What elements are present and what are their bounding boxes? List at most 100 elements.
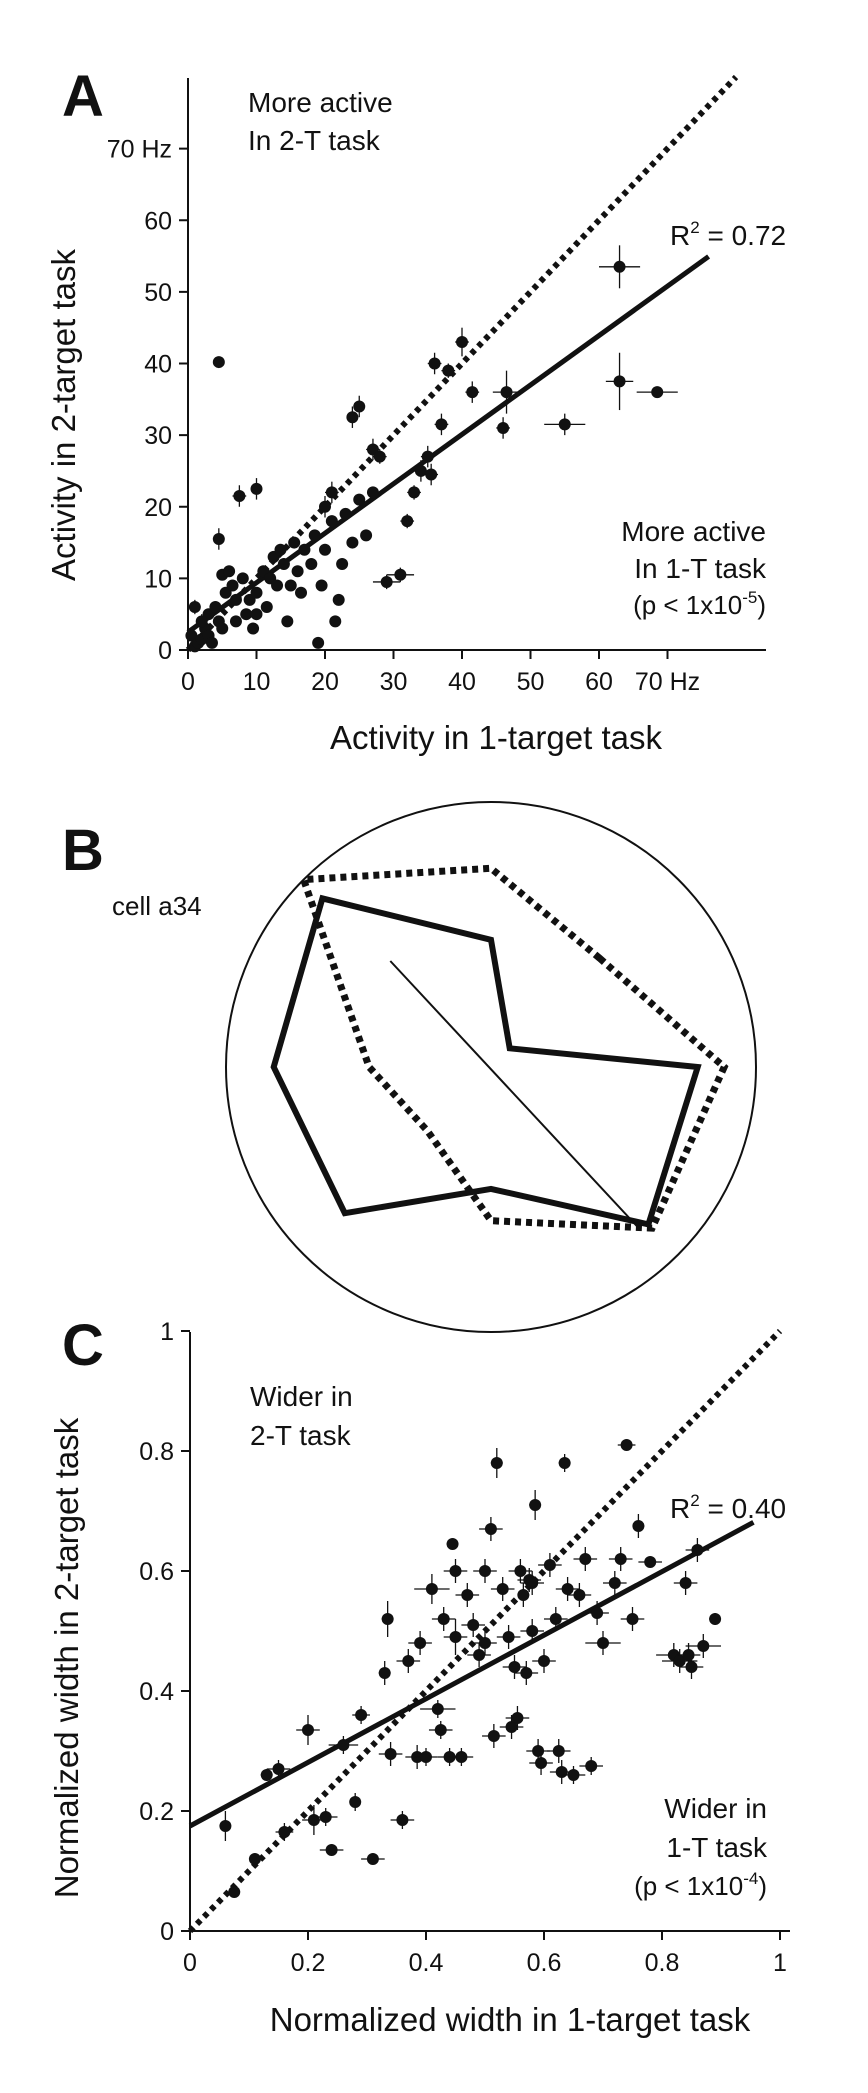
data-point-marker <box>526 1577 539 1589</box>
panel-c-annotation-bottom-line1: Wider in <box>664 1793 767 1824</box>
data-point-marker <box>353 400 366 413</box>
data-point <box>298 543 311 556</box>
data-point-marker <box>614 1553 627 1565</box>
data-point <box>685 1634 721 1658</box>
data-point <box>617 1439 636 1451</box>
data-point-marker <box>216 622 229 635</box>
data-point-marker <box>431 1703 444 1715</box>
data-point-marker <box>535 1757 548 1769</box>
data-point-marker <box>271 579 284 592</box>
panel-c-x-label: Normalized width in 1-target task <box>270 2001 751 2038</box>
y-tick-label: 1 <box>160 1318 174 1346</box>
x-tick-label: 0.6 <box>527 1949 562 1977</box>
data-point <box>490 1448 503 1478</box>
data-point <box>346 536 359 549</box>
data-point <box>226 579 239 592</box>
data-point-marker <box>250 586 263 599</box>
data-point <box>579 1757 603 1775</box>
data-point-marker <box>679 1577 692 1589</box>
data-point <box>352 1706 370 1724</box>
data-point <box>315 579 328 592</box>
data-point <box>228 1886 241 1898</box>
data-point-marker <box>278 1826 291 1838</box>
x-tick-label: 0.8 <box>645 1949 680 1977</box>
data-point-marker <box>188 601 201 614</box>
data-point-marker <box>467 1619 480 1631</box>
data-point-marker <box>205 636 218 649</box>
data-point <box>325 481 339 504</box>
regression-line <box>188 1520 755 1829</box>
x-tick-label: 60 <box>585 668 613 696</box>
data-point <box>281 615 294 628</box>
data-point <box>505 1706 530 1730</box>
data-point <box>567 1583 592 1607</box>
panel-b-polar-plot <box>270 864 729 1232</box>
data-point <box>605 352 634 411</box>
data-point-marker <box>435 418 448 431</box>
data-point-marker <box>685 1661 698 1673</box>
data-point <box>319 543 331 556</box>
data-point-marker <box>284 579 297 592</box>
data-point <box>514 1661 539 1685</box>
data-point <box>353 493 366 506</box>
data-point <box>288 536 301 549</box>
panel-c-annotation-bottom-line2: 1-T task <box>666 1832 768 1863</box>
data-point <box>585 1631 621 1655</box>
polar-series-dotted <box>298 864 729 1232</box>
data-point-marker <box>209 601 222 614</box>
data-point <box>636 386 678 399</box>
data-point-marker <box>336 558 349 571</box>
data-point-marker <box>240 608 253 621</box>
data-point-marker <box>511 1712 524 1724</box>
data-point <box>620 1607 645 1631</box>
y-tick-label: 70 Hz <box>107 136 172 164</box>
data-point-marker <box>567 1769 580 1781</box>
data-point <box>313 1808 338 1826</box>
data-point <box>390 1811 415 1829</box>
data-point <box>396 1649 421 1673</box>
data-point-marker <box>319 1811 332 1823</box>
data-point-marker <box>373 450 386 463</box>
data-point <box>473 1559 497 1583</box>
data-point-marker <box>496 1583 509 1595</box>
data-point-marker <box>626 1613 639 1625</box>
data-point <box>408 1631 432 1655</box>
data-point <box>247 622 260 635</box>
x-tick-label: 0.2 <box>291 1949 326 1977</box>
panel-a-r-squared: R2 = 0.72 <box>670 218 786 251</box>
data-point-marker <box>366 1853 379 1865</box>
data-point <box>424 463 439 486</box>
panel-c-label: C <box>62 1313 104 1378</box>
data-point-marker <box>272 1763 285 1775</box>
data-point-marker <box>425 1583 438 1595</box>
data-point-marker <box>449 1565 462 1577</box>
data-point-marker <box>212 356 225 369</box>
y-tick-label: 50 <box>144 279 172 307</box>
data-point-marker <box>613 260 626 273</box>
data-point-marker <box>378 1667 391 1679</box>
data-point-marker <box>228 1886 241 1898</box>
data-point-marker <box>561 1583 574 1595</box>
data-point <box>473 1631 497 1655</box>
data-point-marker <box>428 357 441 370</box>
panel-c-annotation-pvalue: (p < 1x10-4) <box>634 1869 767 1901</box>
data-point <box>319 1844 344 1856</box>
data-point-marker <box>339 507 352 520</box>
data-point-marker <box>673 1655 686 1667</box>
data-point-marker <box>302 1724 314 1736</box>
data-point-marker <box>236 572 249 585</box>
x-tick-label: 1 <box>773 1949 787 1977</box>
panel-a-x-label: Activity in 1-target task <box>330 719 662 756</box>
data-point <box>603 1571 627 1595</box>
data-point <box>346 406 359 428</box>
data-point <box>381 1601 394 1637</box>
data-point <box>209 601 222 614</box>
data-point <box>431 1607 456 1631</box>
data-point-marker <box>223 565 236 578</box>
data-point <box>529 1490 542 1520</box>
data-point <box>240 608 253 621</box>
data-point-marker <box>229 615 242 628</box>
data-point-marker <box>401 515 414 528</box>
